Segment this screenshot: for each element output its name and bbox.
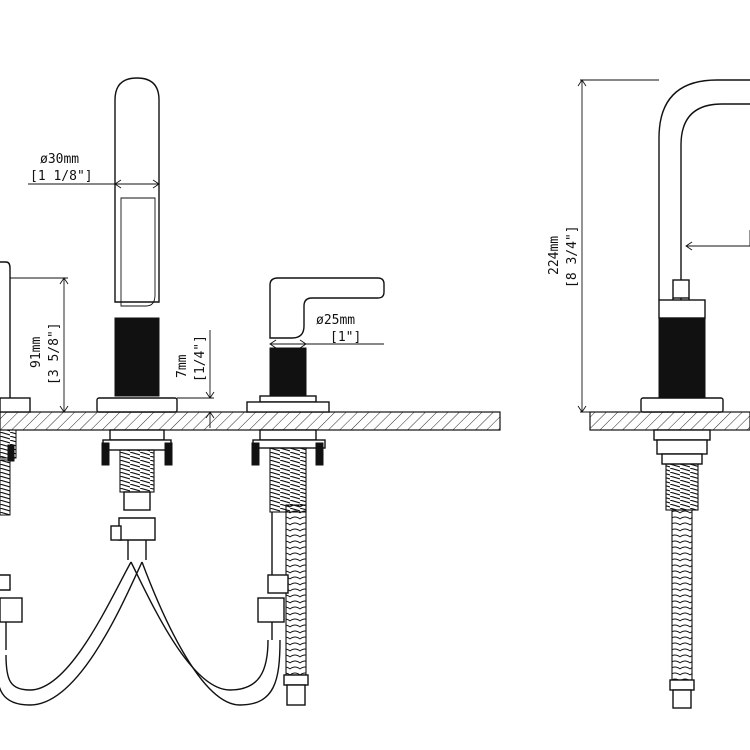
total-height-in-label: [8 3/4"] bbox=[565, 225, 580, 288]
front-view: 91mm [3 5/8"] 7mm [1/4"] ø30mm [1 1/8"] … bbox=[0, 77, 501, 706]
handle-height-in-label: [3 5/8"] bbox=[47, 322, 62, 385]
total-height-mm-label: 224mm bbox=[547, 236, 562, 275]
dim-handle-height: 91mm [3 5/8"] bbox=[10, 277, 69, 413]
dim-total-height: 224mm [8 3/4"] bbox=[547, 79, 659, 413]
spout-side bbox=[640, 79, 750, 709]
dim-spout-diameter: ø30mm [1 1/8"] bbox=[28, 152, 160, 189]
right-handle-front bbox=[246, 277, 385, 706]
dim-handle-diameter: ø25mm [1"] bbox=[269, 313, 384, 349]
countertop-side bbox=[589, 411, 750, 431]
handle-diameter-in-label: [1"] bbox=[330, 330, 361, 345]
spout-diameter-mm-label: ø30mm bbox=[40, 152, 79, 167]
collar-height-mm-label: 7mm bbox=[175, 354, 190, 378]
side-view: 224mm [8 3/4"] bbox=[547, 79, 750, 709]
handle-diameter-mm-label: ø25mm bbox=[316, 313, 355, 328]
spout-front bbox=[96, 77, 178, 560]
dim-spout-reach bbox=[685, 230, 750, 251]
spout-diameter-in-label: [1 1/8"] bbox=[30, 169, 93, 184]
dim-collar-height: 7mm [1/4"] bbox=[175, 330, 215, 428]
collar-height-in-label: [1/4"] bbox=[193, 335, 208, 382]
left-handle bbox=[0, 261, 31, 650]
supply-hoses bbox=[0, 561, 281, 706]
handle-height-mm-label: 91mm bbox=[29, 337, 44, 368]
countertop-front bbox=[0, 411, 501, 431]
